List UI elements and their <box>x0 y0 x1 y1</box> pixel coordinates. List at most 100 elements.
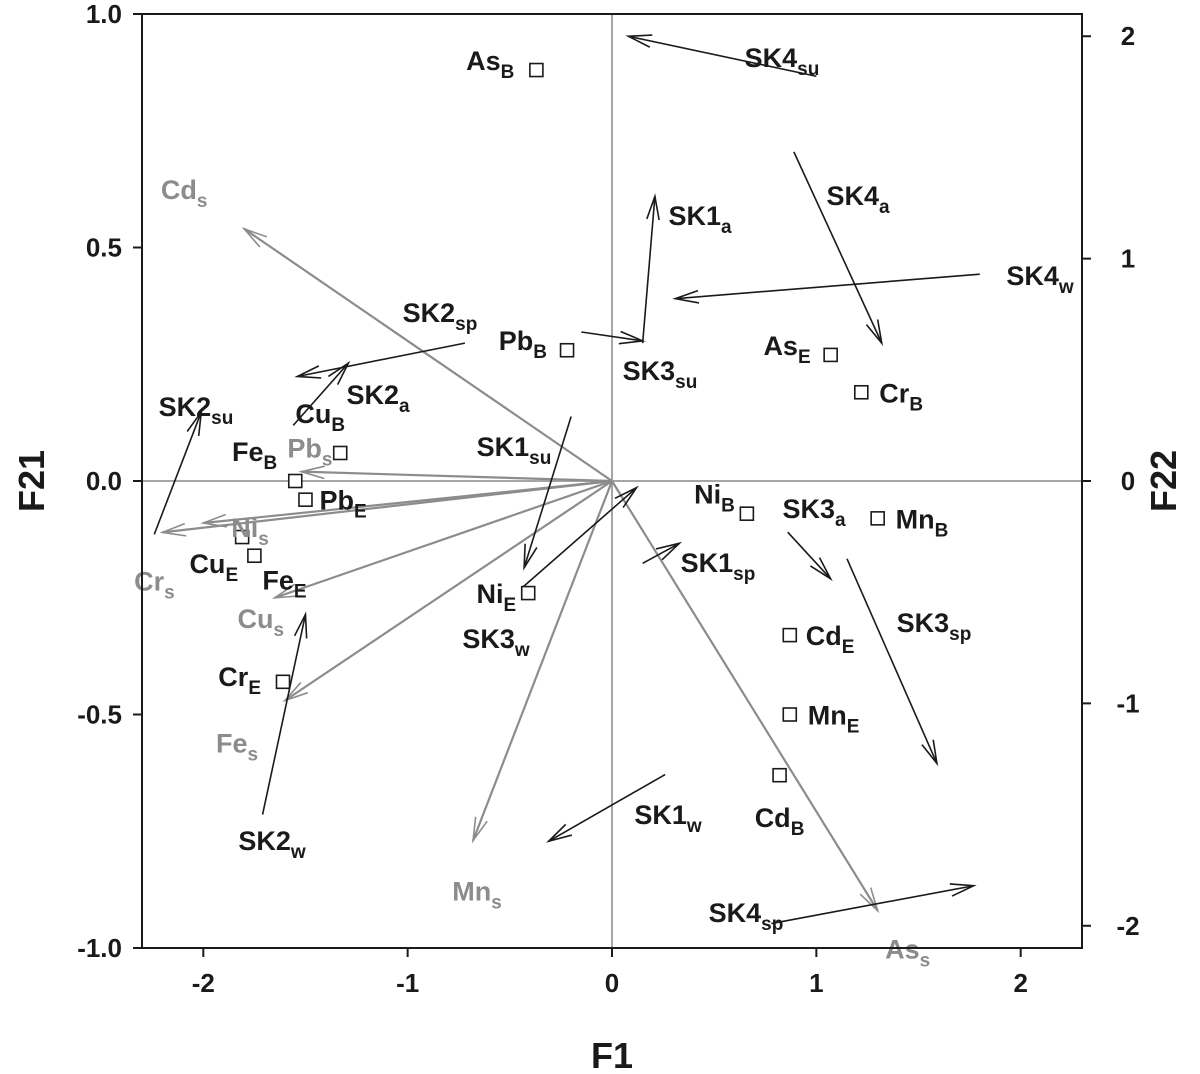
label-sk1-sp: SK1sp <box>681 548 756 585</box>
right-y-axis-title: F22 <box>1143 450 1184 512</box>
label-cr-s: Crs <box>134 566 175 603</box>
trajectory-arrows <box>153 34 980 925</box>
trajectory-arrowhead <box>293 611 308 639</box>
label-ni-s: Nis <box>231 513 269 550</box>
point-ni-b <box>739 506 755 521</box>
label-sk2-a: SK2a <box>346 380 410 417</box>
vector-cu-s <box>271 479 613 599</box>
right-y-tick-label: -1 <box>1116 688 1139 718</box>
trajectory-line <box>628 35 817 78</box>
vector-arrowhead <box>271 583 299 599</box>
trajectory-sk4-su <box>625 34 817 78</box>
trajectory-line <box>675 273 980 300</box>
point-cd-b <box>772 767 787 783</box>
point-as-e <box>823 347 838 363</box>
vector-arrowhead <box>471 816 488 844</box>
trajectory-line <box>297 342 466 378</box>
point-labels: CdsPbsNisCrsCusFesMnsAssSK4suSK4aSK4wSK1… <box>134 43 1074 972</box>
trajectory-sk1-su <box>523 416 572 571</box>
point-cu-e <box>234 529 250 545</box>
point-cd-e <box>782 627 798 643</box>
trajectory-sk4-sp <box>771 883 977 925</box>
vector-cd-s <box>241 227 613 482</box>
trajectory-arrowhead <box>545 823 573 843</box>
label-pb-s: Pbs <box>287 434 332 471</box>
trajectory-arrowhead <box>921 739 939 767</box>
vector-pb-s <box>298 465 613 483</box>
trajectory-arrowhead <box>655 541 683 561</box>
trajectory-line <box>261 614 307 815</box>
label-cu-b: CuB <box>295 399 345 436</box>
x-tick-label: 2 <box>1013 968 1027 998</box>
trajectory-sk3-su <box>581 330 646 345</box>
label-pb-e: PbE <box>319 486 366 523</box>
label-cu-e: CuE <box>189 549 238 586</box>
x-tick-label: 1 <box>809 968 823 998</box>
trajectory-sk1-w <box>545 773 666 843</box>
label-cd-b: CdB <box>755 803 805 840</box>
label-sk1-a: SK1a <box>668 201 732 238</box>
trajectory-arrowhead <box>672 289 700 304</box>
label-cd-e: CdE <box>806 621 855 658</box>
label-as-b: AsB <box>466 46 514 83</box>
x-tick-label: 0 <box>605 968 619 998</box>
vector-cr-s <box>159 479 613 537</box>
x-axis-title: F1 <box>591 1035 633 1074</box>
trajectory-arrowhead <box>646 193 660 221</box>
label-as-s: Ass <box>885 935 930 972</box>
trajectory-arrowhead <box>186 409 203 437</box>
label-cr-b: CrB <box>879 378 923 415</box>
label-sk3-w: SK3w <box>462 624 530 661</box>
label-sk3-sp: SK3sp <box>897 608 972 645</box>
trajectory-arrowhead <box>625 34 653 48</box>
vector-arrowhead <box>241 227 268 248</box>
trajectory-sk1-a <box>641 193 660 344</box>
point-cr-e <box>275 674 291 690</box>
label-ni-e: NiE <box>477 579 517 616</box>
vector-line <box>472 480 614 841</box>
trajectory-line <box>523 416 572 568</box>
trajectory-arrowhead <box>523 543 538 571</box>
point-fe-e <box>247 548 262 564</box>
right-y-tick-label: 2 <box>1121 21 1135 51</box>
vector-line <box>274 479 613 599</box>
trajectory-line <box>771 884 974 925</box>
vector-as-s <box>611 480 880 914</box>
label-pb-b: PbB <box>499 326 547 363</box>
left-y-tick-label: 1.0 <box>86 0 122 29</box>
label-sk1-su: SK1su <box>477 432 552 469</box>
vector-mn-s <box>471 480 614 844</box>
vector-line <box>162 479 613 534</box>
x-tick-label: -1 <box>396 968 419 998</box>
point-as-b <box>529 62 544 78</box>
left-y-tick-label: -0.5 <box>77 700 122 730</box>
label-cd-s: Cds <box>161 175 208 212</box>
trajectory-sk2-su <box>153 409 203 535</box>
label-cr-e: CrE <box>218 662 261 699</box>
left-y-axis-title: F21 <box>11 450 52 512</box>
label-sk2-su: SK2su <box>159 392 234 429</box>
trajectory-arrowhead <box>614 485 639 509</box>
vector-arrowhead <box>859 887 880 914</box>
trajectory-sk2-w <box>261 611 308 815</box>
left-y-tick-label: -1.0 <box>77 933 122 963</box>
label-ni-b: NiB <box>694 480 735 517</box>
point-pb-e <box>298 492 313 507</box>
label-mn-b: MnB <box>896 504 949 541</box>
trajectory-line <box>793 151 883 344</box>
label-sk4-sp: SK4sp <box>709 898 784 935</box>
label-mn-e: MnE <box>808 701 860 738</box>
label-fe-b: FeB <box>232 437 277 474</box>
trajectory-arrowhead <box>949 883 977 897</box>
trajectory-line <box>641 196 656 344</box>
vector-line <box>243 227 613 482</box>
vector-arrowhead <box>159 522 187 537</box>
label-fe-s: Fes <box>216 728 258 765</box>
label-sk4-su: SK4su <box>745 43 820 80</box>
point-ni-e <box>520 585 536 601</box>
sediment-vectors <box>159 227 880 914</box>
trajectory-sk3-sp <box>846 558 939 767</box>
label-sk3-a: SK3a <box>782 494 846 531</box>
trajectory-sk2-sp <box>294 342 466 379</box>
